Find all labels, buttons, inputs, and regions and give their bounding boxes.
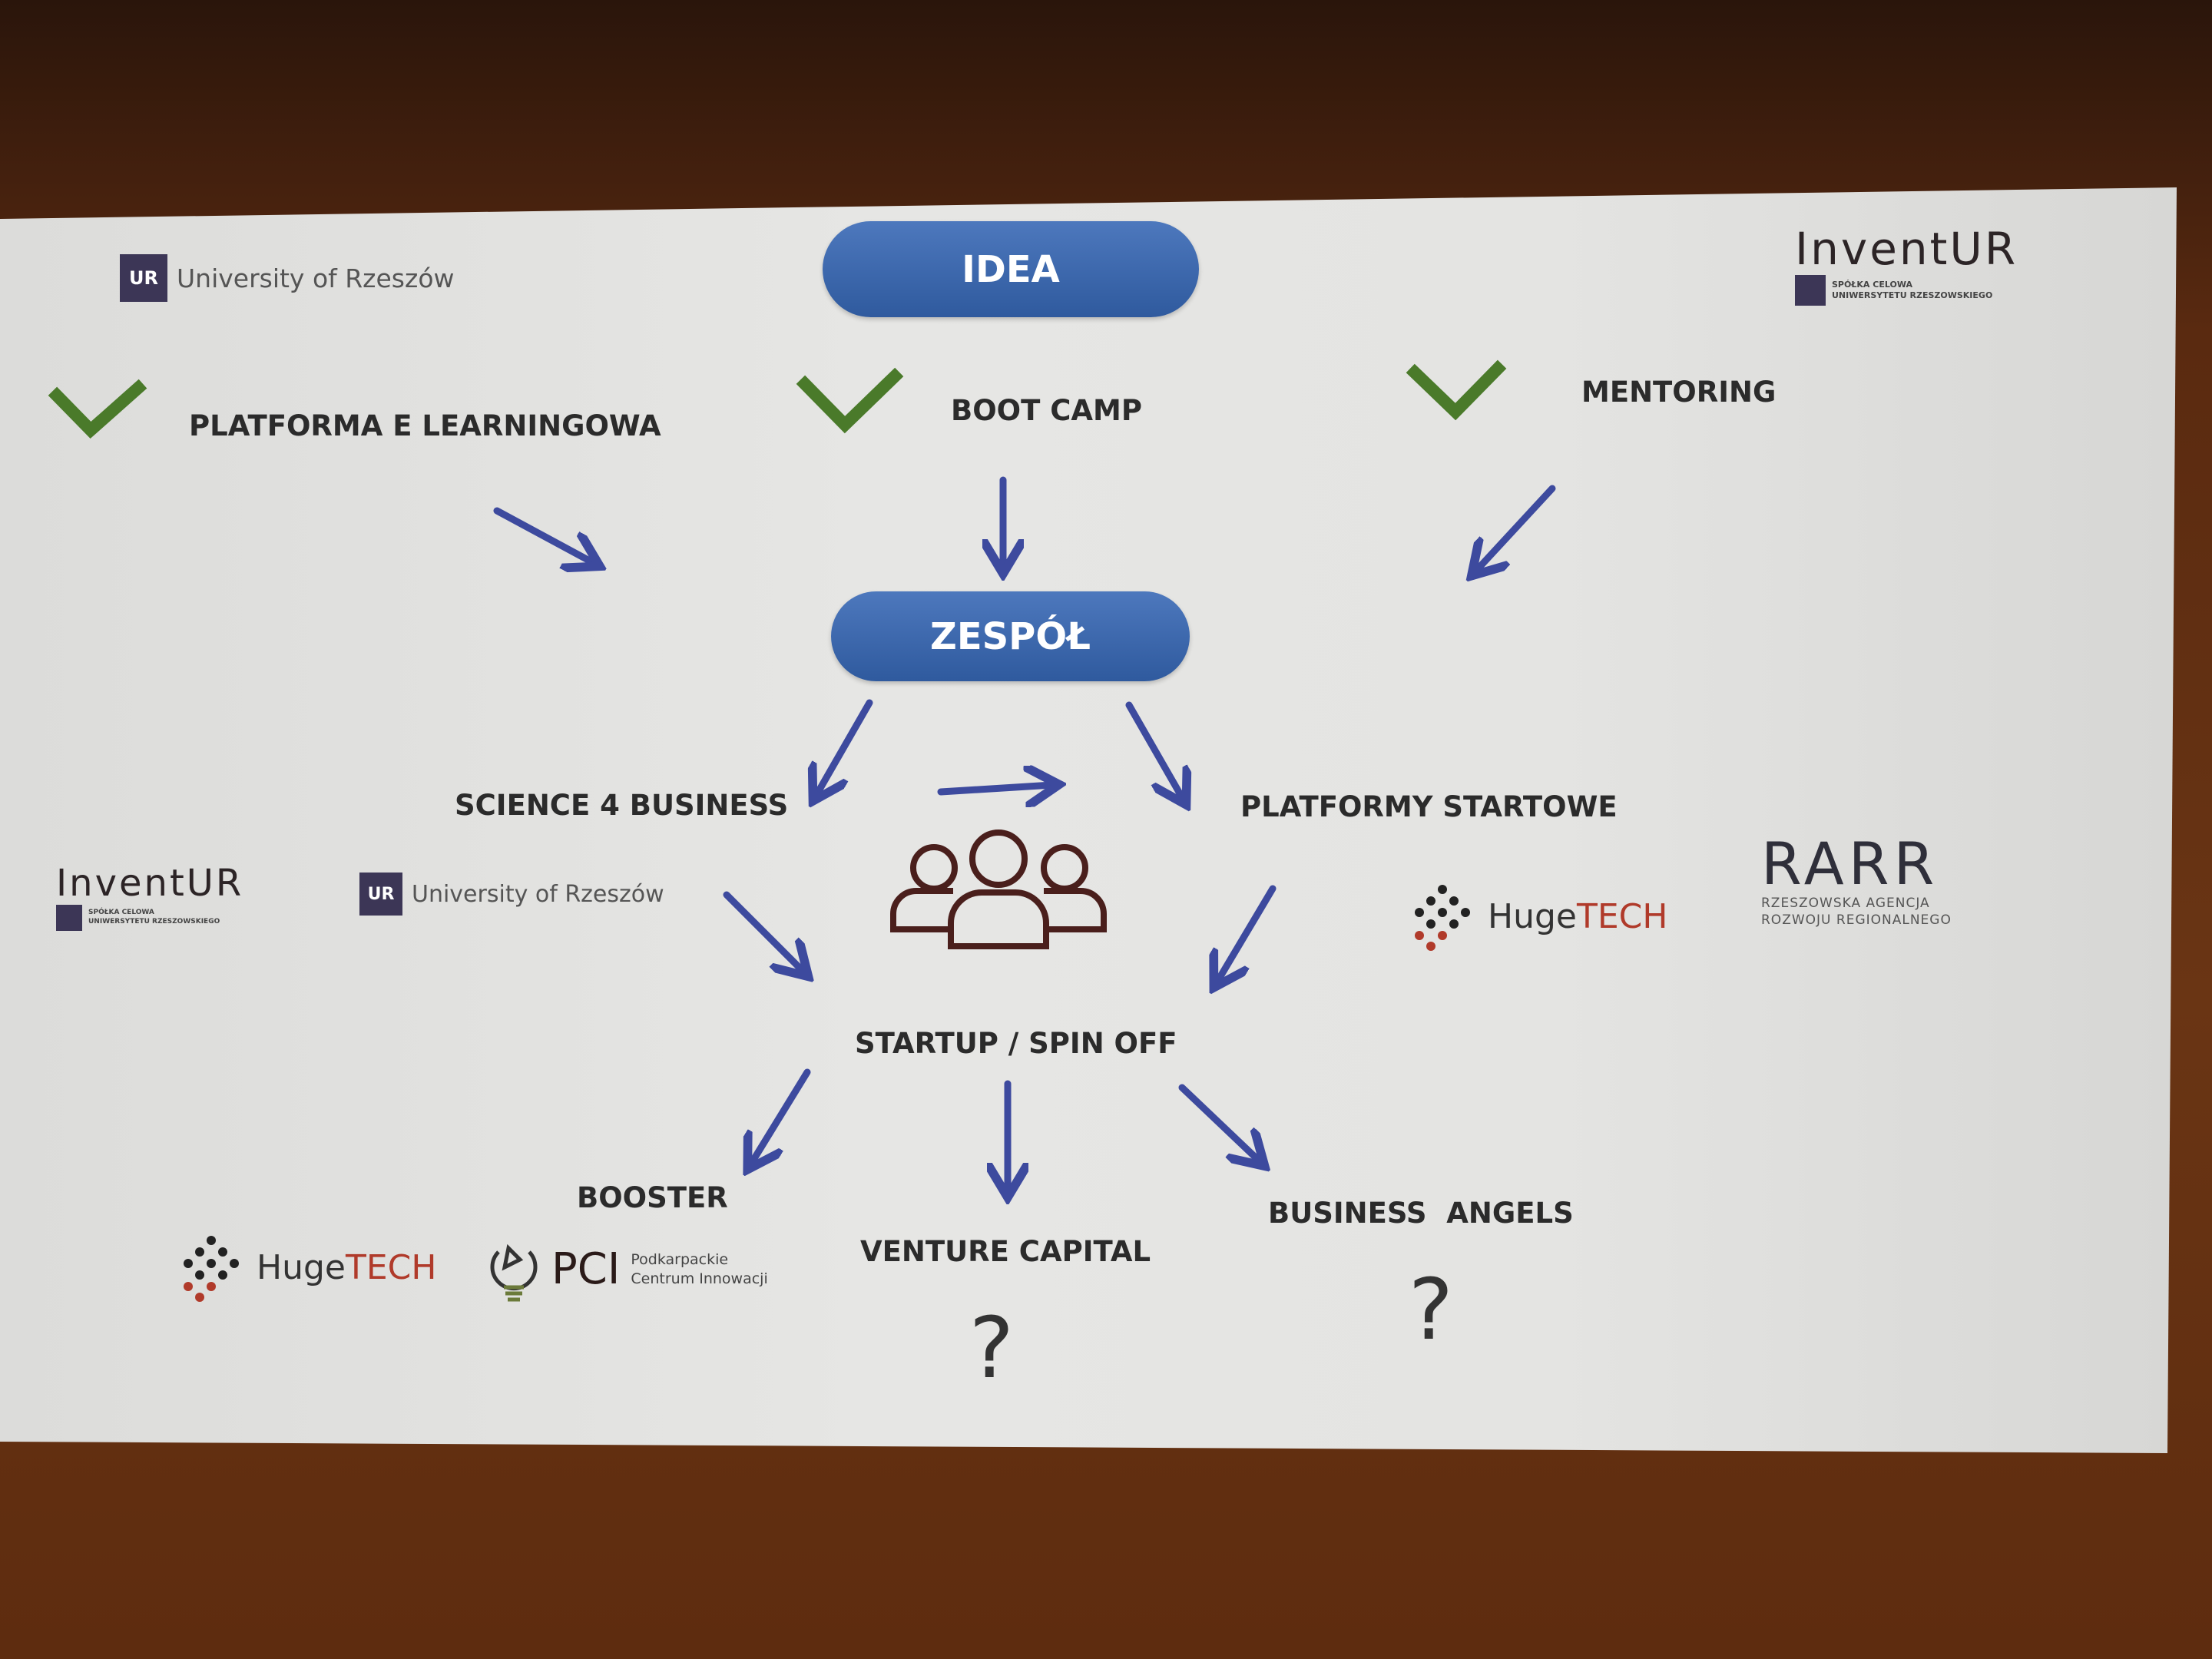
ur-mark: UR [359, 873, 402, 916]
rarr-sub2: ROZWOJU REGIONALNEGO [1761, 912, 1952, 928]
inventur-title: InventUR [1795, 223, 2018, 275]
hugetech-dots-icon [184, 1236, 239, 1302]
ur-mark-icon [1795, 275, 1826, 306]
ur-name: University of Rzeszów [412, 880, 664, 908]
arrow [937, 785, 1052, 792]
team-people-icon [890, 830, 1107, 949]
inventur-sub1: SPÓŁKA CELOWA [1832, 279, 1912, 290]
arrow [1476, 485, 1556, 571]
science-4-business-label: SCIENCE 4 BUSINESS [455, 788, 789, 822]
rarr-title: RARR [1761, 830, 1939, 898]
check-icon [48, 379, 147, 439]
check-icon [1406, 359, 1507, 421]
arrow [751, 1068, 811, 1164]
hugetech-huge: Huge [257, 1247, 346, 1287]
inventur-title: InventUR [56, 862, 244, 905]
inventur-sub1: SPÓŁKA CELOWA [88, 909, 154, 917]
lightbulb-icon [490, 1243, 538, 1302]
startup-spinoff-label: STARTUP / SPIN OFF [855, 1026, 1177, 1060]
team-box: ZESPÓŁ [831, 591, 1190, 681]
venture-capital-label: VENTURE CAPITAL [860, 1234, 1151, 1268]
business-angels-label: BUSINESS ANGELS [1268, 1196, 1574, 1230]
ur-name: University of Rzeszów [177, 263, 455, 293]
question-mark-icon: ? [969, 1299, 1015, 1397]
pci-sub2: Centrum Innowacji [631, 1270, 768, 1287]
check-label-elearning: PLATFORMA E LEARNINGOWA [189, 409, 661, 442]
hugetech-dots-icon [1415, 885, 1470, 951]
arrow [1217, 885, 1277, 982]
check-label-bootcamp: BOOT CAMP [951, 393, 1142, 427]
startup-platforms-label: PLATFORMY STARTOWE [1240, 790, 1618, 823]
hugetech-logo-2: HugeTECH [177, 1233, 436, 1302]
arrow [1125, 701, 1183, 799]
hugetech-huge: Huge [1488, 896, 1577, 936]
university-of-rzeszow-logo-2: UR University of Rzeszów [359, 873, 664, 916]
check-label-mentoring: MENTORING [1581, 375, 1777, 409]
arrow [1178, 1084, 1260, 1161]
arrow [723, 891, 803, 972]
ur-mark: UR [120, 254, 167, 302]
check-icon [796, 367, 904, 434]
hugetech-tech: TECH [1576, 896, 1668, 936]
inventur-sub2: UNIWERSYTETU RZESZOWSKIEGO [1832, 290, 1993, 300]
arrow [493, 507, 594, 563]
rarr-sub1: RZESZOWSKA AGENCJA [1761, 895, 1930, 911]
ur-mark-icon [56, 905, 82, 931]
pci-title: PCI [551, 1244, 621, 1294]
rarr-logo: RARR RZESZOWSKA AGENCJA ROZWOJU REGIONAL… [1761, 833, 1952, 929]
university-of-rzeszow-logo: UR University of Rzeszów [120, 254, 455, 302]
booster-label: BOOSTER [577, 1181, 728, 1214]
hugetech-tech: TECH [345, 1247, 437, 1287]
inventur-sub2: UNIWERSYTETU RZESZOWSKIEGO [88, 918, 220, 926]
question-mark-icon: ? [1408, 1260, 1454, 1359]
pci-sub1: Podkarpackie [631, 1250, 729, 1268]
idea-box: IDEA [823, 221, 1199, 317]
hugetech-logo: HugeTECH [1408, 882, 1667, 951]
arrow [816, 699, 873, 795]
